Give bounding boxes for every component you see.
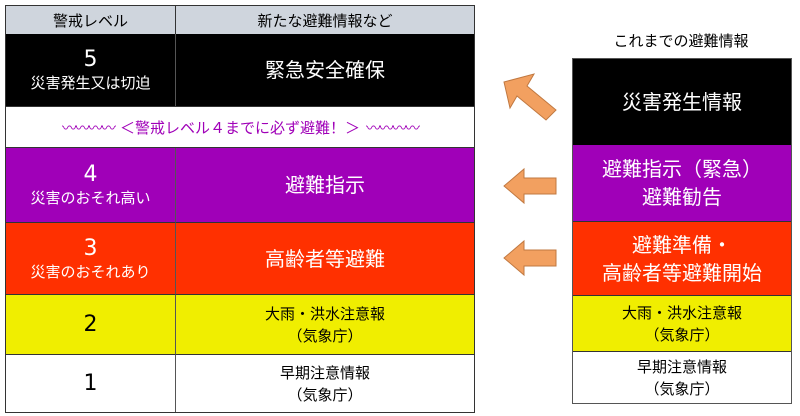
level5-sub: 災害発生又は切迫: [30, 74, 151, 92]
evacuation-banner: 〰〰〰〰 ＜警戒レベル４までに必ず避難！＞ 〰〰〰〰: [6, 106, 474, 148]
previous-disaster-cell: 災害発生情報: [573, 59, 791, 145]
level1-info-line1: 早期注意情報: [279, 363, 370, 382]
header-level-label: 警戒レベル: [52, 11, 128, 30]
previous-prep-cell: 避難準備・ 高齢者等避難開始: [573, 221, 791, 295]
previous-early-line2: （気象庁）: [644, 379, 720, 398]
previous-early-line1: 早期注意情報: [636, 357, 727, 376]
level1-info-cell: 早期注意情報 （気象庁）: [176, 354, 474, 412]
level2-info-line1: 大雨・洪水注意報: [264, 304, 385, 323]
level4-number-cell: 4 災害のおそれ高い: [6, 148, 176, 222]
level5-number-cell: 5 災害発生又は切迫: [6, 34, 176, 106]
arrow-left-icon: [500, 166, 560, 206]
level1-number: 1: [83, 370, 98, 396]
level3-info-cell: 高齢者等避難: [176, 222, 474, 294]
banner-wave-left: 〰〰〰〰: [61, 118, 116, 137]
header-level: 警戒レベル: [6, 6, 176, 34]
level5-info: 緊急安全確保: [265, 58, 385, 82]
level4-sub: 災害のおそれ高い: [30, 189, 151, 207]
level-table: [5, 5, 475, 413]
header-info-label: 新たな避難情報など: [257, 11, 393, 30]
previous-order-line2: 避難勧告: [642, 185, 722, 209]
level4-info: 避難指示: [285, 173, 365, 197]
previous-title: これまでの避難情報: [613, 32, 749, 50]
previous-advisory-cell: 大雨・洪水注意報 （気象庁）: [573, 295, 791, 351]
previous-order-cell: 避難指示（緊急） 避難勧告: [573, 145, 791, 221]
arrow-up-left-icon: [500, 70, 562, 124]
level3-number-cell: 3 災害のおそれあり: [6, 222, 176, 294]
previous-early-cell: 早期注意情報 （気象庁）: [573, 351, 791, 403]
previous-prep-line1: 避難準備・: [632, 232, 732, 257]
level5-info-cell: 緊急安全確保: [176, 34, 474, 106]
header-info: 新たな避難情報など: [176, 6, 474, 34]
level3-info: 高齢者等避難: [265, 246, 385, 271]
previous-advisory-line2: （気象庁）: [644, 325, 720, 344]
level2-info-line2: （気象庁）: [287, 326, 363, 345]
level2-number-cell: 2: [6, 294, 176, 354]
previous-prep-line2: 高齢者等避難開始: [602, 260, 762, 285]
level1-info-line2: （気象庁）: [287, 385, 363, 404]
level1-number-cell: 1: [6, 354, 176, 412]
level3-sub: 災害のおそれあり: [30, 262, 151, 281]
level2-info-cell: 大雨・洪水注意報 （気象庁）: [176, 294, 474, 354]
level5-number: 5: [83, 47, 98, 72]
banner-wave-right: 〰〰〰〰: [366, 118, 420, 137]
previous-disaster: 災害発生情報: [622, 90, 742, 114]
previous-panel: [572, 58, 792, 404]
previous-order-line1: 避難指示（緊急）: [602, 157, 762, 181]
level3-number: 3: [83, 235, 98, 261]
arrow-left-icon: [500, 238, 560, 278]
level4-info-cell: 避難指示: [176, 148, 474, 222]
level4-number: 4: [83, 162, 98, 187]
level2-number: 2: [83, 311, 98, 337]
banner-text: ＜警戒レベル４までに必ず避難！＞: [119, 118, 360, 137]
previous-advisory-line1: 大雨・洪水注意報: [621, 303, 742, 322]
